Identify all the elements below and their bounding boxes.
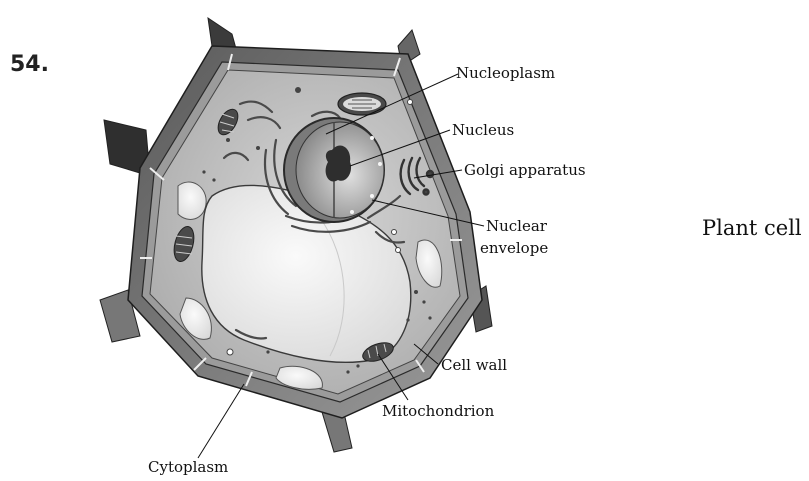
chloroplast: [338, 93, 386, 115]
label-nuclear-envelope-line2: envelope: [480, 239, 548, 257]
label-golgi-apparatus: Golgi apparatus: [464, 161, 586, 179]
leader-cytoplasm: [198, 384, 244, 458]
label-cytoplasm: Cytoplasm: [148, 458, 228, 476]
label-nucleus: Nucleus: [452, 121, 514, 139]
small-vacuole-left: [178, 182, 206, 219]
label-nuclear-envelope-line1: Nuclear: [486, 217, 548, 235]
nucleolus: [326, 146, 351, 182]
label-nucleoplasm: Nucleoplasm: [456, 64, 555, 82]
label-cell-wall: Cell wall: [441, 356, 507, 374]
nucleus: [284, 118, 384, 222]
label-mitochondrion: Mitochondrion: [382, 402, 495, 420]
